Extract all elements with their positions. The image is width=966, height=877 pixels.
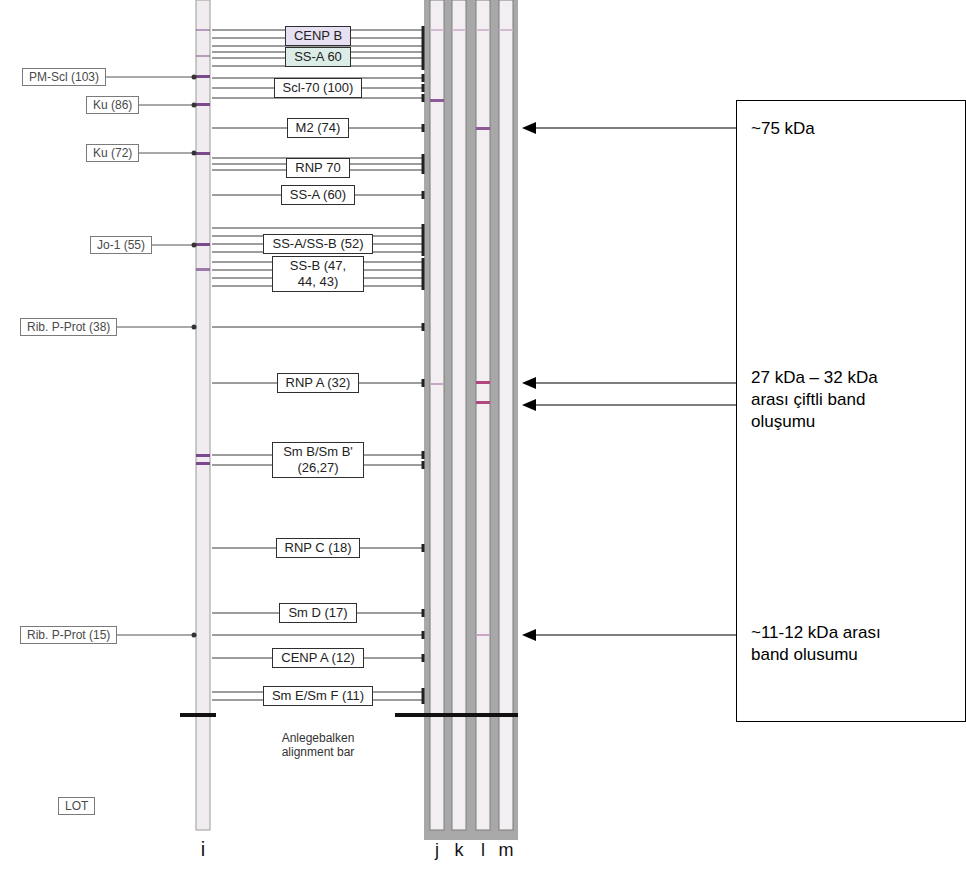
antigen-label: CENP A (12) — [272, 648, 363, 668]
antigen-name: Rib. P-Prot (38) — [27, 320, 110, 334]
arrowhead — [522, 377, 536, 389]
alignment-bar — [180, 713, 518, 717]
antigen-label: SS-A (60) — [281, 185, 355, 205]
antigen-name: LOT — [65, 799, 88, 813]
antigen-name: Ku (72) — [93, 146, 132, 160]
antigen-name: SS-A/SS-B (52) — [272, 236, 363, 252]
band — [430, 99, 444, 102]
reference-label: Jo-1 (55) — [90, 236, 152, 254]
antigen-name: Ku (86) — [93, 98, 132, 112]
band — [476, 127, 490, 130]
band — [476, 29, 490, 31]
antigen-name: M2 (74) — [296, 120, 341, 136]
antigen-label: RNP 70 — [286, 158, 349, 178]
strip-letter: k — [455, 840, 464, 861]
band — [476, 381, 490, 384]
band — [476, 634, 490, 636]
antigen-line — [212, 30, 424, 700]
reference-label: Rib. P-Prot (38) — [20, 318, 117, 336]
band — [430, 383, 444, 385]
pointer-arrow — [534, 128, 736, 635]
antigen-name: SS-A 60 — [294, 49, 342, 65]
comment-text: ~75 kDa — [751, 118, 911, 140]
patient-strip — [452, 0, 466, 830]
comment-text: ~11-12 kDa arası band olusumu — [751, 622, 911, 666]
arrowheads — [522, 122, 536, 641]
band — [476, 401, 490, 404]
antigen-name: Rib. P-Prot (15) — [27, 628, 110, 642]
reference-label: Ku (86) — [86, 96, 139, 114]
antigen-label: M2 (74) — [287, 118, 350, 138]
strip-bands — [196, 29, 210, 465]
band — [196, 243, 210, 246]
band — [452, 29, 466, 31]
antigen-name: CENP B — [294, 28, 342, 44]
antigen-label: Sm E/Sm F (11) — [263, 686, 373, 706]
band — [196, 268, 210, 271]
strip-letter: j — [435, 840, 439, 861]
comment-box: ~75 kDa 27 kDa – 32 kDa arası çiftli band… — [736, 100, 966, 722]
reference-label: PM-Scl (103) — [22, 68, 106, 86]
arrowhead — [522, 629, 536, 641]
antigen-label: Sm B/Sm B' (26,27) — [272, 442, 364, 477]
antigen-name: Jo-1 (55) — [97, 238, 145, 252]
patient-bands — [430, 29, 513, 636]
antigen-name: Sm E/Sm F (11) — [272, 688, 364, 704]
strip-letter: i — [201, 838, 205, 861]
reference-line — [50, 77, 196, 635]
arrowhead — [522, 399, 536, 411]
dot — [192, 103, 197, 108]
antigen-label: RNP C (18) — [276, 538, 361, 558]
dot — [192, 633, 197, 638]
reference-label: Ku (72) — [86, 144, 139, 162]
antigen-label: SS-A 60 — [285, 47, 351, 67]
antigen-name: PM-Scl (103) — [29, 70, 99, 84]
arrowhead — [522, 122, 536, 134]
comment-text: 27 kDa – 32 kDa arası çiftli band oluşum… — [751, 367, 911, 433]
band — [196, 462, 210, 465]
dot — [192, 151, 197, 156]
reference-label: LOT — [58, 797, 95, 815]
antigen-name: RNP 70 — [295, 160, 340, 176]
reference-dots — [192, 75, 197, 638]
band — [196, 75, 210, 78]
antigen-label: Scl-70 (100) — [274, 78, 363, 98]
antigen-label: Sm D (17) — [279, 603, 356, 623]
antigen-name: RNP A (32) — [286, 375, 351, 391]
antigen-name: RNP C (18) — [285, 540, 352, 556]
band — [196, 103, 210, 106]
alignment-label: Anlegebalken alignment bar — [266, 732, 370, 760]
antigen-label: CENP B — [285, 26, 351, 46]
antigen-name: CENP A (12) — [281, 650, 354, 666]
antigen-name: Sm D (17) — [288, 605, 347, 621]
antigen-name: Sm B/Sm B' (26,27) — [281, 444, 355, 475]
band — [499, 29, 513, 31]
band — [430, 29, 444, 31]
band — [196, 55, 210, 57]
patient-strips — [430, 0, 513, 830]
patient-strip — [476, 0, 490, 830]
antigen-name: Scl-70 (100) — [283, 80, 354, 96]
reference-strip — [196, 0, 210, 830]
dot — [192, 243, 197, 248]
antigen-label: SS-A/SS-B (52) — [263, 234, 372, 254]
band — [196, 454, 210, 457]
dot — [192, 325, 197, 330]
patient-strip — [430, 0, 444, 830]
dot — [192, 75, 197, 80]
antigen-name: SS-B (47, 44, 43) — [281, 258, 355, 289]
antigen-label: SS-B (47, 44, 43) — [272, 256, 364, 291]
band — [196, 152, 210, 155]
strip-letter: l — [481, 840, 485, 861]
antigen-label: RNP A (32) — [277, 373, 360, 393]
line-tick — [422, 26, 425, 704]
antigen-name: SS-A (60) — [290, 187, 346, 203]
band — [196, 29, 210, 31]
patient-strip — [499, 0, 513, 830]
strip-letter: m — [499, 840, 514, 861]
reference-label: Rib. P-Prot (15) — [20, 626, 117, 644]
